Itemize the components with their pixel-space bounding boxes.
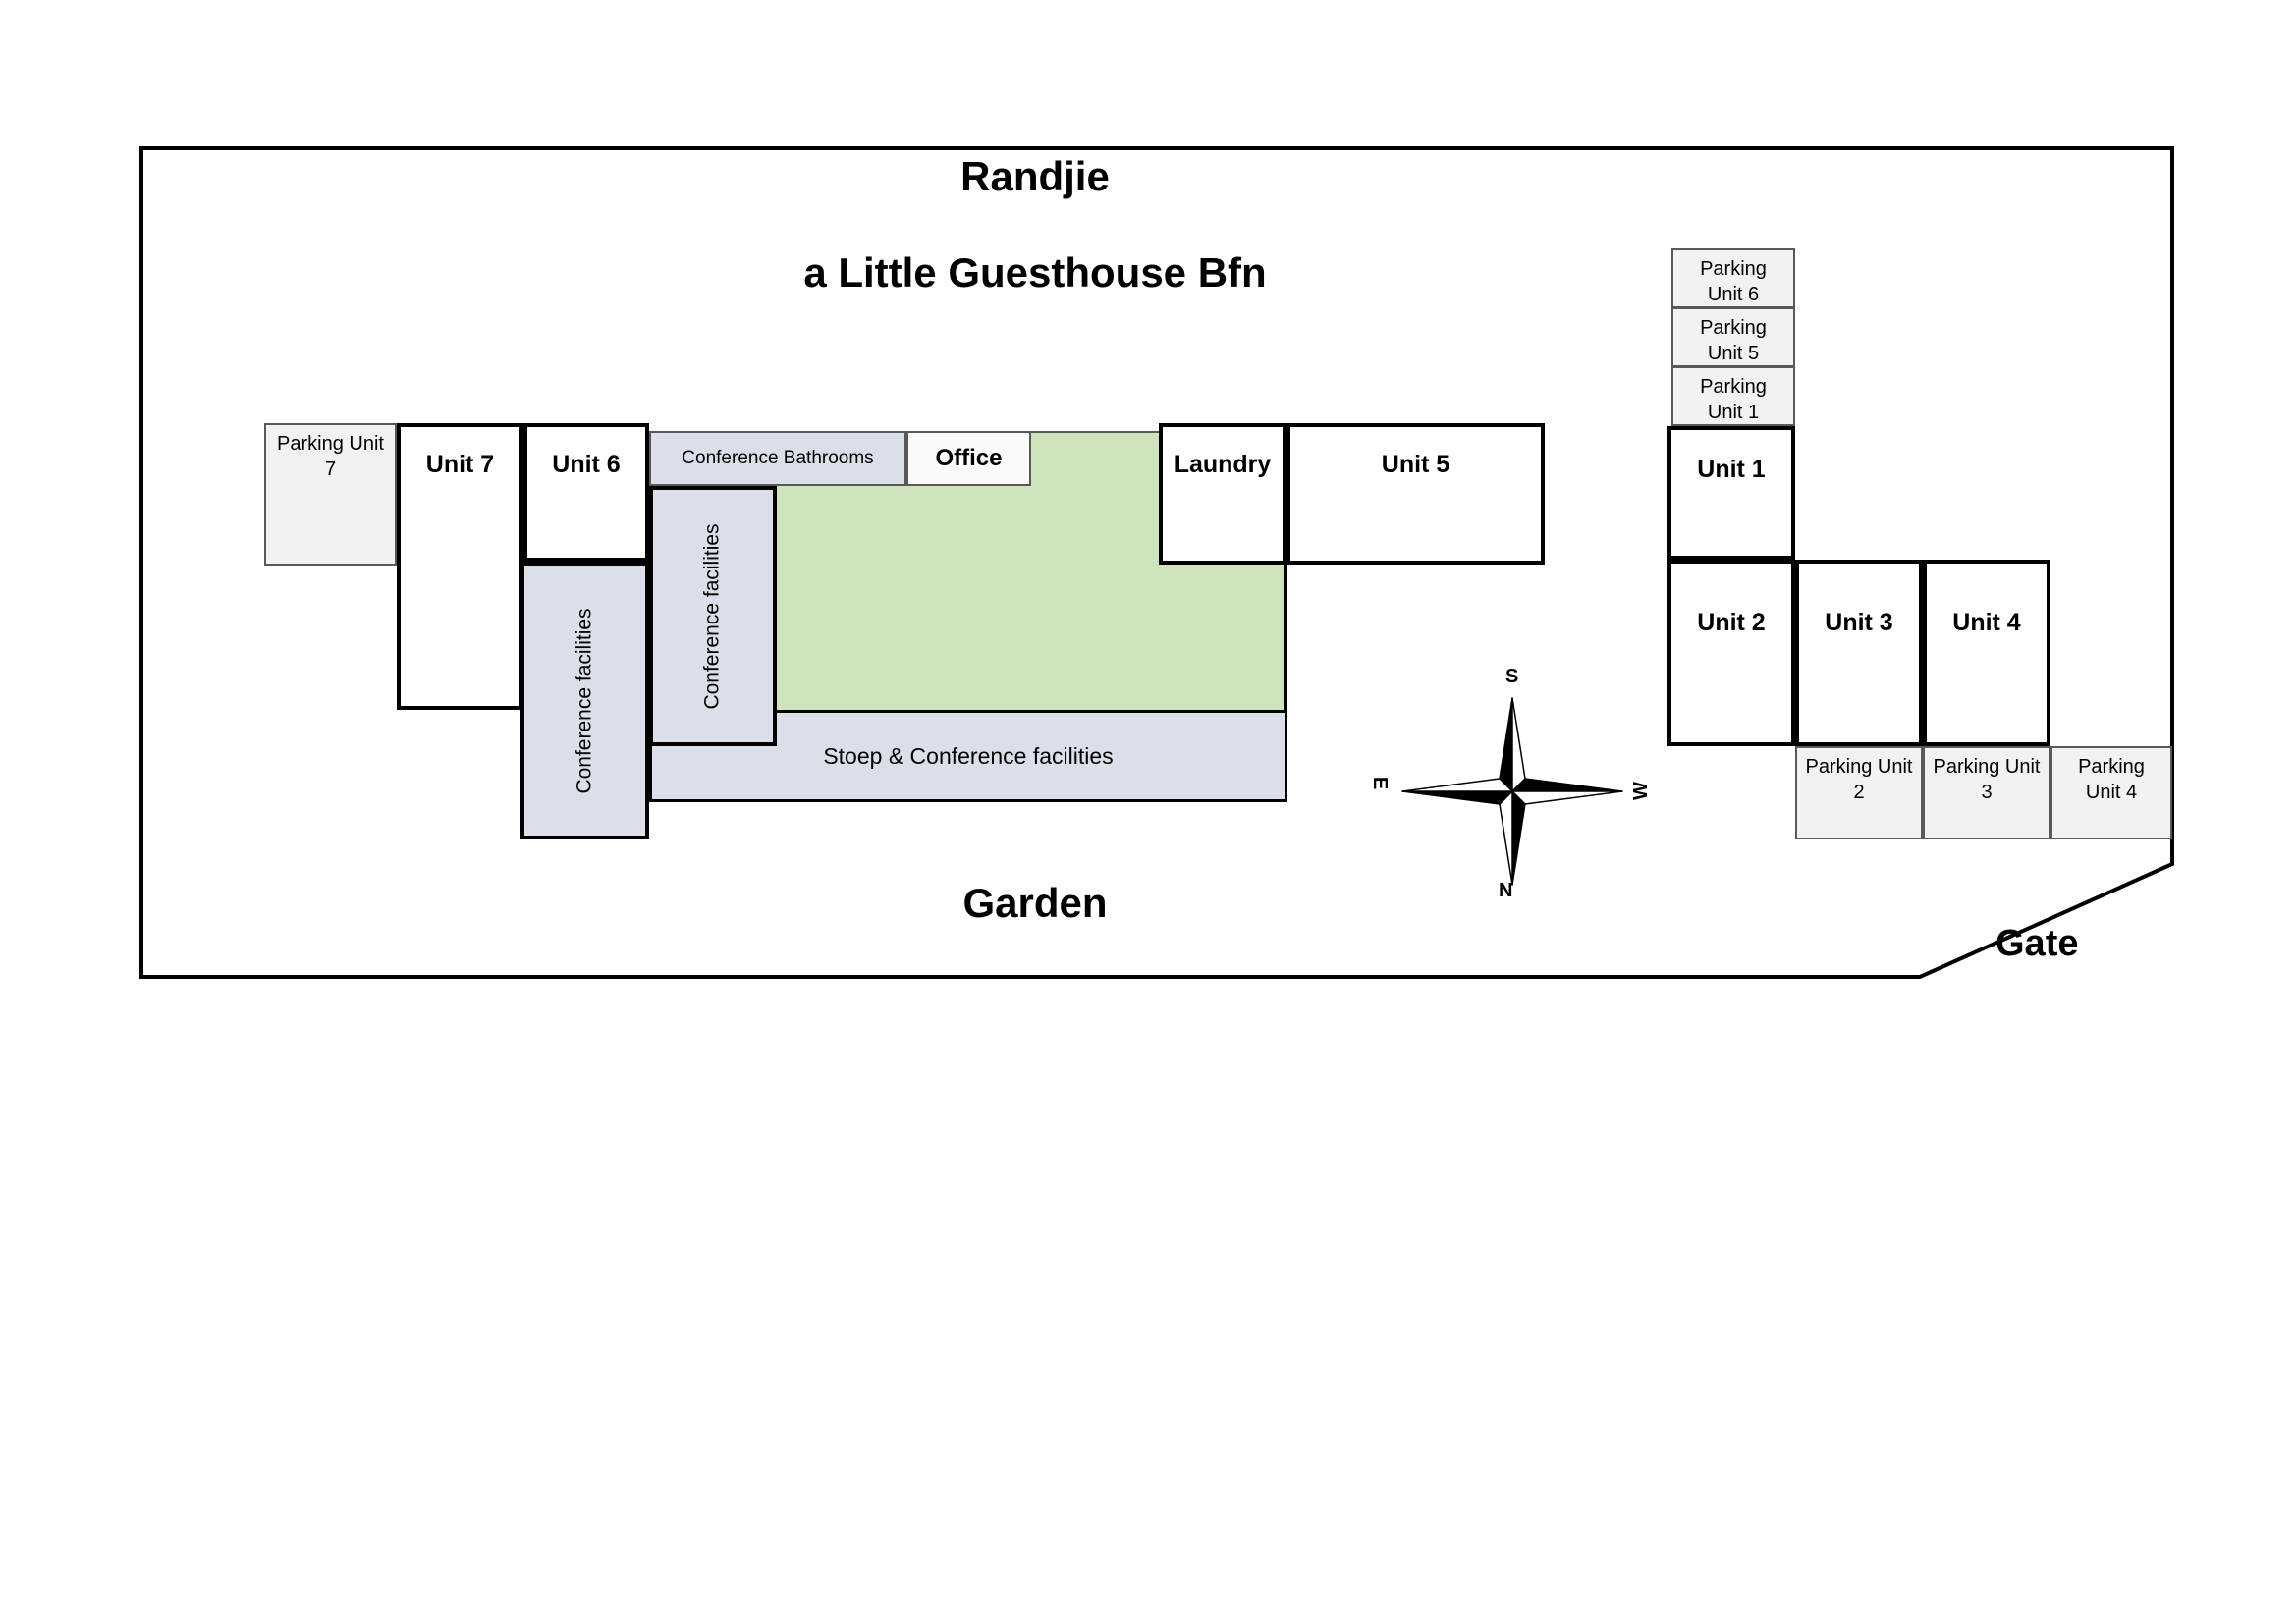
- parking-unit-7-label: Parking Unit 7: [277, 433, 384, 480]
- conference-bathrooms-room: Conference Bathrooms: [649, 431, 906, 486]
- unit-2-label: Unit 2: [1697, 609, 1766, 636]
- parking-unit-3: Parking Unit 3: [1923, 746, 2050, 839]
- compass-point-right-light: [1511, 790, 1623, 805]
- compass-point-right-dark: [1511, 778, 1623, 792]
- unit-7-room: Unit 7: [397, 423, 523, 710]
- unit-4-label: Unit 4: [1952, 609, 2021, 636]
- parking-unit-1-label: Parking Unit 1: [1700, 376, 1767, 423]
- office-label: Office: [935, 445, 1003, 471]
- parking-unit-5-label: Parking Unit 5: [1700, 317, 1767, 364]
- compass-east-label: E: [1369, 776, 1392, 790]
- conference-facilities-left-room: Conference facilities: [520, 562, 649, 839]
- compass-point-left-light: [1401, 778, 1513, 792]
- conference-facilities-mid-label: Conference facilities: [701, 522, 724, 710]
- lawn-area-upper-slot: [1031, 431, 1159, 487]
- parking-unit-7: Parking Unit 7: [264, 423, 397, 566]
- boundary-outline: [139, 146, 2174, 979]
- compass-point-up-dark: [1499, 697, 1513, 792]
- parking-unit-2-label: Parking Unit 2: [1805, 756, 1913, 803]
- unit-1-room: Unit 1: [1667, 426, 1795, 560]
- parking-unit-4-label: Parking Unit 4: [2078, 756, 2145, 803]
- compass-point-up-light: [1511, 697, 1526, 792]
- page-title: Randjie: [960, 153, 1110, 199]
- conference-facilities-left-label: Conference facilities: [573, 607, 596, 794]
- gate-label: Gate: [1995, 923, 2079, 964]
- laundry-room: Laundry: [1159, 423, 1286, 565]
- parking-unit-2: Parking Unit 2: [1795, 746, 1923, 839]
- unit-5-room: Unit 5: [1286, 423, 1545, 565]
- unit-3-label: Unit 3: [1825, 609, 1893, 636]
- compass-rose: [1401, 697, 1623, 886]
- lawn-right-edge-line: [1284, 565, 1287, 712]
- unit-6-room: Unit 6: [523, 423, 649, 562]
- parking-unit-1: Parking Unit 1: [1671, 366, 1795, 426]
- stoep-label: Stoep & Conference facilities: [823, 742, 1114, 769]
- parking-unit-5: Parking Unit 5: [1671, 307, 1795, 367]
- page-subtitle: a Little Guesthouse Bfn: [803, 249, 1267, 296]
- compass-point-down-light: [1499, 790, 1513, 886]
- parking-unit-6-label: Parking Unit 6: [1700, 258, 1767, 305]
- parking-unit-4: Parking Unit 4: [2050, 746, 2172, 839]
- unit-3-room: Unit 3: [1795, 560, 1923, 746]
- compass-point-down-dark: [1511, 790, 1526, 886]
- unit-2-room: Unit 2: [1667, 560, 1795, 746]
- unit-4-room: Unit 4: [1923, 560, 2050, 746]
- laundry-label: Laundry: [1174, 451, 1272, 478]
- garden-label: Garden: [962, 880, 1108, 926]
- parking-unit-6: Parking Unit 6: [1671, 248, 1795, 308]
- compass-south-label: S: [1505, 666, 1519, 687]
- compass-west-label: W: [1629, 782, 1652, 800]
- unit-5-label: Unit 5: [1381, 451, 1450, 478]
- unit-7-label: Unit 7: [425, 451, 495, 478]
- office-room: Office: [906, 431, 1031, 486]
- conference-bathrooms-label: Conference Bathrooms: [682, 448, 874, 468]
- compass-north-label: N: [1499, 880, 1513, 901]
- conference-facilities-mid-room: Conference facilities: [649, 486, 777, 746]
- compass-point-left-dark: [1401, 790, 1513, 805]
- parking-unit-3-label: Parking Unit 3: [1933, 756, 2041, 803]
- unit-1-label: Unit 1: [1697, 456, 1766, 483]
- unit-6-label: Unit 6: [552, 451, 621, 478]
